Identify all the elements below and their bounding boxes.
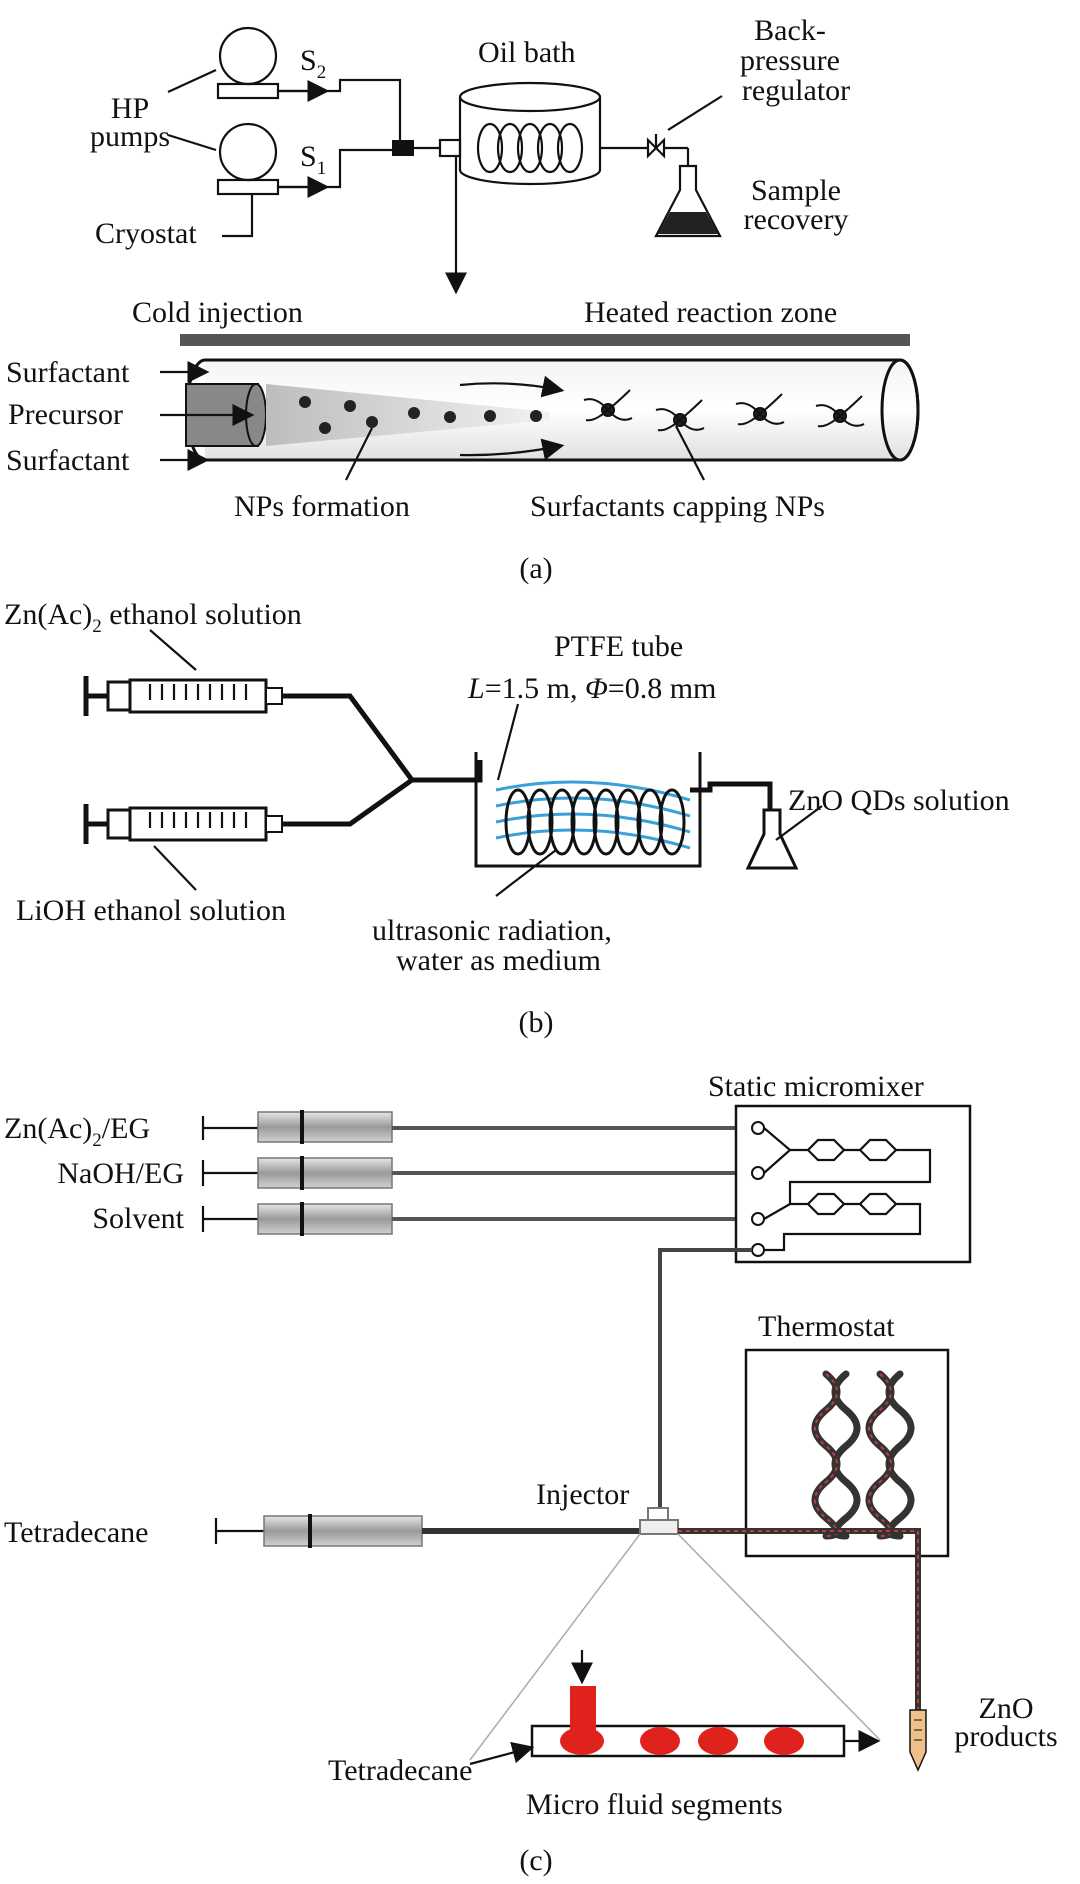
naoh-eg-label: NaOH/EG (57, 1157, 184, 1190)
surfactant-bottom-label: Surfactant (6, 444, 130, 477)
panel-c: Zn(Ac)2/EG NaOH/EG Solvent (4, 1070, 1058, 1877)
panel-a: HP pumps S2 S1 Cryostat Oil bath (6, 14, 920, 585)
thermostat (744, 1348, 950, 1558)
hp-pumps-label-1: HP (111, 92, 149, 125)
panel-b: Zn(Ac)2 ethanol solution (4, 598, 1010, 1039)
zno-qds-flask (745, 808, 799, 870)
micro-fluid-segments (469, 1650, 881, 1766)
capping-label: Surfactants capping NPs (530, 490, 825, 523)
heated-zone-label: Heated reaction zone (584, 296, 837, 329)
injector (639, 1507, 679, 1535)
zn-eg-label: Zn(Ac)2/EG (4, 1112, 150, 1151)
reactor-tube (185, 358, 920, 462)
sample-label-1: Sample (751, 174, 841, 207)
oil-bath (438, 81, 602, 186)
hp-pumps-label-2: pumps (90, 120, 170, 153)
s1-label: S1 (300, 140, 326, 179)
ultrasonic-label-1: ultrasonic radiation, (372, 914, 612, 947)
sample-label-2: recovery (744, 203, 849, 236)
bpr-label-1: Back- (754, 14, 826, 47)
capped-nps (583, 389, 865, 432)
precursor-label: Precursor (8, 398, 123, 431)
ptfe-title: PTFE tube (554, 630, 683, 663)
syringe-tetradecane (214, 1514, 423, 1548)
ultrasonic-bath (474, 752, 702, 868)
static-micromixer (734, 1104, 972, 1264)
zno-products-label-1: ZnO (979, 1692, 1034, 1725)
solvent-label: Solvent (92, 1202, 184, 1235)
bpr-label-2: pressure (740, 44, 840, 77)
s1-line (278, 148, 400, 189)
caption-b: (b) (519, 1006, 554, 1039)
lioh-label: LiOH ethanol solution (16, 894, 286, 927)
oil-bath-label: Oil bath (478, 36, 576, 69)
syringe-zn (83, 676, 283, 716)
caption-a: (a) (519, 552, 552, 585)
bpr-label-3: regulator (742, 74, 850, 107)
tetradecane-label: Tetradecane (4, 1516, 148, 1549)
surfactant-top-label: Surfactant (6, 356, 130, 389)
caption-c: (c) (519, 1844, 552, 1877)
back-pressure-regulator (646, 134, 666, 159)
zn-ethanol-label: Zn(Ac)2 ethanol solution (4, 598, 302, 637)
sample-flask (654, 164, 722, 238)
injector-label: Injector (536, 1478, 629, 1511)
thermostat-label: Thermostat (758, 1310, 895, 1343)
nanoparticles (299, 396, 542, 434)
ultrasonic-label-2: water as medium (396, 944, 601, 977)
ptfe-spec: L=1.5 m, Φ=0.8 mm (467, 672, 716, 705)
micro-segments-label: Micro fluid segments (526, 1788, 783, 1821)
hp-pump-s2 (216, 26, 280, 100)
tetradecane-inlet-label: Tetradecane (328, 1754, 472, 1787)
zno-products-tube (909, 1709, 927, 1772)
s2-line (278, 78, 402, 143)
zno-qds-label: ZnO QDs solution (788, 784, 1010, 817)
t-mixer (392, 140, 414, 156)
cryostat-label: Cryostat (95, 217, 197, 250)
zno-products-label-2: products (954, 1720, 1057, 1753)
s2-label: S2 (300, 44, 326, 83)
nps-formation-label: NPs formation (234, 490, 410, 523)
static-micromixer-label: Static micromixer (708, 1070, 924, 1103)
syringe-lioh (83, 804, 283, 844)
syringes-top (201, 1110, 740, 1236)
hp-pump-s1 (216, 122, 280, 196)
cold-injection-label: Cold injection (132, 296, 303, 329)
